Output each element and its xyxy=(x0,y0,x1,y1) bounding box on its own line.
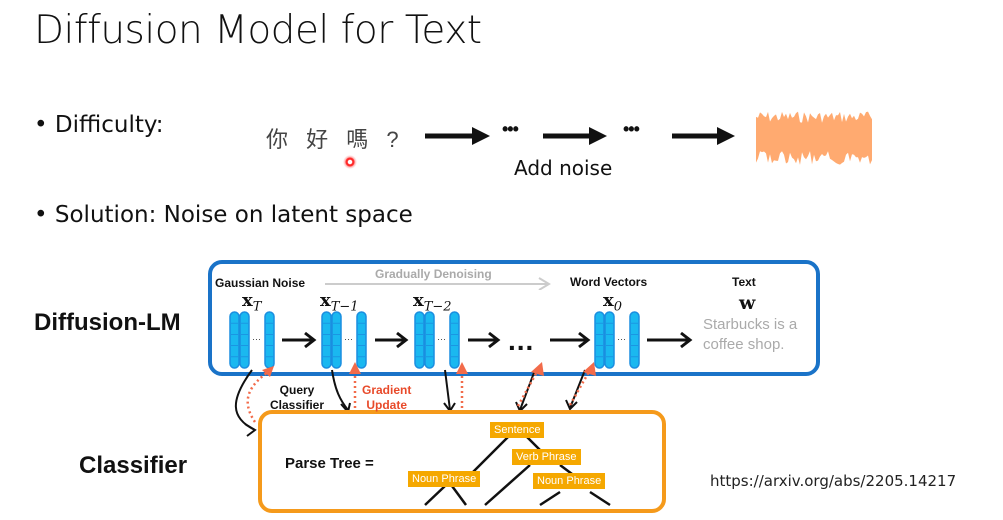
reference-url[interactable]: https://arxiv.org/abs/2205.14217 xyxy=(710,472,957,490)
bullet-marker: • xyxy=(34,202,48,228)
gradually-denoising-header: Gradually Denoising xyxy=(375,267,492,281)
vector-column xyxy=(414,311,425,369)
query-arrow xyxy=(444,369,451,411)
state-label-xT: xT xyxy=(242,290,262,315)
arrow-icon xyxy=(375,331,409,349)
gradient-arrow xyxy=(516,369,540,407)
bullet-text: Difficulty: xyxy=(54,112,164,138)
gradient-arrow xyxy=(246,370,269,423)
vector-column xyxy=(264,311,275,369)
middle-ellipsis: ... xyxy=(508,325,535,356)
parse-tree-label: Parse Tree = xyxy=(285,455,374,472)
tree-node-verb-phrase: Verb Phrase xyxy=(512,449,581,465)
arrow-icon xyxy=(425,127,490,145)
vector-column xyxy=(356,311,367,369)
vector-ellipsis: ··· xyxy=(437,334,446,344)
query-arrow xyxy=(519,369,536,411)
query-arrow xyxy=(331,369,349,411)
classifier-box xyxy=(258,410,666,513)
noise-process-arrows xyxy=(425,127,735,145)
arrow-icon xyxy=(647,331,693,349)
bullet-text: Solution: Noise on latent space xyxy=(54,202,413,228)
noise-waveform-icon xyxy=(756,111,872,165)
ellipsis-1: ••• xyxy=(502,119,519,139)
tree-node-sentence: Sentence xyxy=(490,422,545,438)
diffusion-lm-label: Diffusion-LM xyxy=(34,309,181,336)
add-noise-caption: Add noise xyxy=(514,156,613,180)
arrow-icon xyxy=(282,331,317,349)
vector-column xyxy=(321,311,332,369)
tree-node-noun-phrase: Noun Phrase xyxy=(533,473,606,489)
laser-pointer xyxy=(343,155,357,169)
vector-column xyxy=(331,311,342,369)
gradient-arrow xyxy=(568,369,592,406)
vector-ellipsis: ··· xyxy=(344,334,353,344)
query-arrow xyxy=(234,369,256,431)
state-label-xT-1: xT−1 xyxy=(320,290,359,315)
vector-ellipsis: ··· xyxy=(617,334,626,344)
output-symbol-w: w xyxy=(739,292,756,314)
classifier-label: Classifier xyxy=(79,452,188,479)
state-label-xT-2: xT−2 xyxy=(413,290,452,315)
ellipsis-2: ••• xyxy=(623,119,640,139)
bullet-difficulty: • Difficulty: xyxy=(34,112,164,138)
vector-column xyxy=(229,311,240,369)
diffusion-lm-box xyxy=(208,260,820,376)
tree-node-noun-phrase: Noun Phrase xyxy=(408,471,481,487)
bullet-marker: • xyxy=(34,112,48,138)
query-arrow xyxy=(569,369,586,409)
bullet-solution: • Solution: Noise on latent space xyxy=(34,202,413,228)
vector-column xyxy=(449,311,460,369)
text-header: Text xyxy=(732,275,756,289)
state-label-x0: x0 xyxy=(603,290,623,315)
vector-ellipsis: ··· xyxy=(252,334,261,344)
vector-column xyxy=(594,311,605,369)
vector-column xyxy=(604,311,615,369)
arrow-icon xyxy=(468,331,501,349)
arrow-icon xyxy=(550,331,591,349)
output-text: Starbucks is a coffee shop. xyxy=(703,316,798,353)
vector-column xyxy=(629,311,640,369)
vector-column xyxy=(239,311,250,369)
slide-title: Diffusion Model for Text xyxy=(34,8,482,53)
vector-column xyxy=(424,311,435,369)
arrow-icon xyxy=(672,127,735,145)
word-vectors-header: Word Vectors xyxy=(570,275,648,289)
arrow-icon xyxy=(543,127,607,145)
denoising-arrow-icon xyxy=(325,277,551,290)
gaussian-noise-header: Gaussian Noise xyxy=(215,276,306,290)
diagram-canvas: ··· ··· ··· ··· xyxy=(229,311,693,437)
chinese-input-text: 你 好 嗎 ? xyxy=(266,127,405,152)
